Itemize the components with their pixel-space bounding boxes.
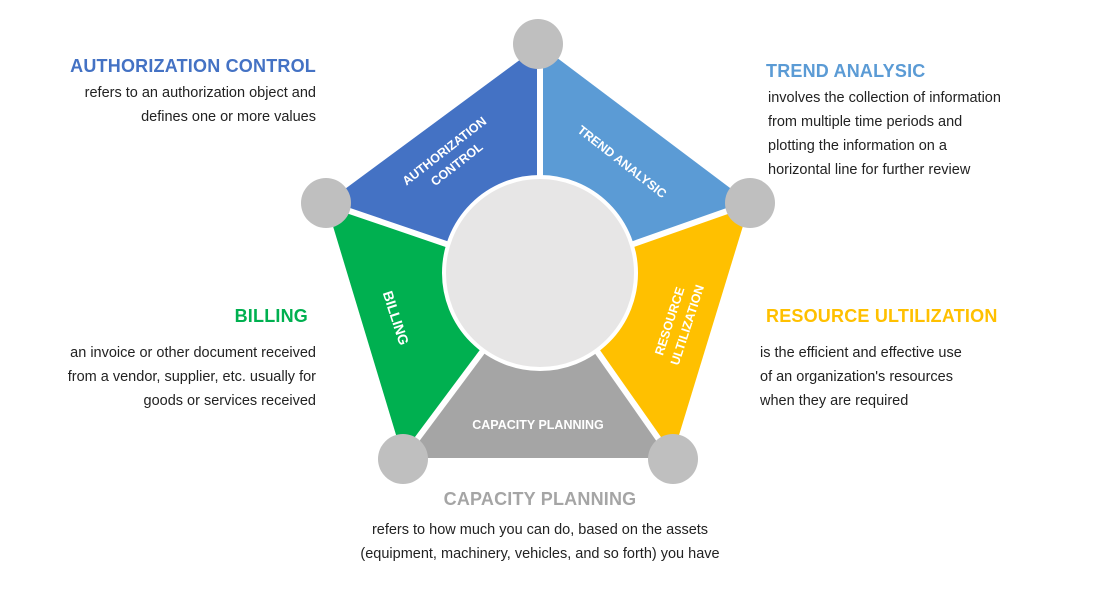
authorization-title: AUTHORIZATION CONTROL bbox=[70, 56, 316, 76]
trend-title: TREND ANALYSIC bbox=[766, 61, 926, 81]
billing-title: BILLING bbox=[234, 306, 308, 326]
resource-desc-line: of an organization's resources bbox=[760, 369, 953, 385]
capacity-desc-line: (equipment, machinery, vehicles, and so … bbox=[360, 546, 720, 562]
capacity-desc-line: refers to how much you can do, based on … bbox=[371, 522, 709, 538]
billing-description: BILLING an invoice or other document rec… bbox=[20, 306, 316, 413]
trend-desc-line: from multiple time periods and bbox=[768, 114, 963, 130]
vertex-left bbox=[301, 178, 351, 228]
authorization-desc-line: refers to an authorization object and bbox=[84, 85, 316, 101]
resource-desc-line: is the efficient and effective use bbox=[760, 345, 962, 361]
vertex-bottom-left bbox=[378, 434, 428, 484]
trend-desc-line: horizontal line for further review bbox=[768, 162, 971, 178]
trend-desc-line: involves the collection of information bbox=[768, 90, 1001, 106]
billing-desc-line: goods or services received bbox=[143, 393, 316, 409]
billing-desc-line: an invoice or other document received bbox=[70, 345, 316, 361]
resource-desc-line: when they are required bbox=[760, 393, 909, 409]
capacity-planning-segment bbox=[403, 352, 672, 458]
center-circle bbox=[442, 175, 638, 371]
capacity-title: CAPACITY PLANNING bbox=[443, 489, 637, 509]
capacity-description: CAPACITY PLANNING refers to how much you… bbox=[290, 489, 790, 566]
trend-desc-line: plotting the information on a bbox=[768, 138, 947, 154]
capacity-segment-label: CAPACITY PLANNING bbox=[472, 418, 604, 432]
trend-description: TREND ANALYSIC involves the collection o… bbox=[766, 61, 1066, 182]
resource-description: RESOURCE ULTILIZATION is the efficient a… bbox=[760, 306, 1060, 413]
authorization-desc-line: defines one or more values bbox=[141, 109, 316, 125]
vertex-top bbox=[513, 19, 563, 69]
resource-title: RESOURCE ULTILIZATION bbox=[766, 306, 998, 326]
vertex-bottom-right bbox=[648, 434, 698, 484]
vertex-right bbox=[725, 178, 775, 228]
authorization-description: AUTHORIZATION CONTROL refers to an autho… bbox=[36, 56, 316, 129]
billing-desc-line: from a vendor, supplier, etc. usually fo… bbox=[67, 369, 316, 385]
